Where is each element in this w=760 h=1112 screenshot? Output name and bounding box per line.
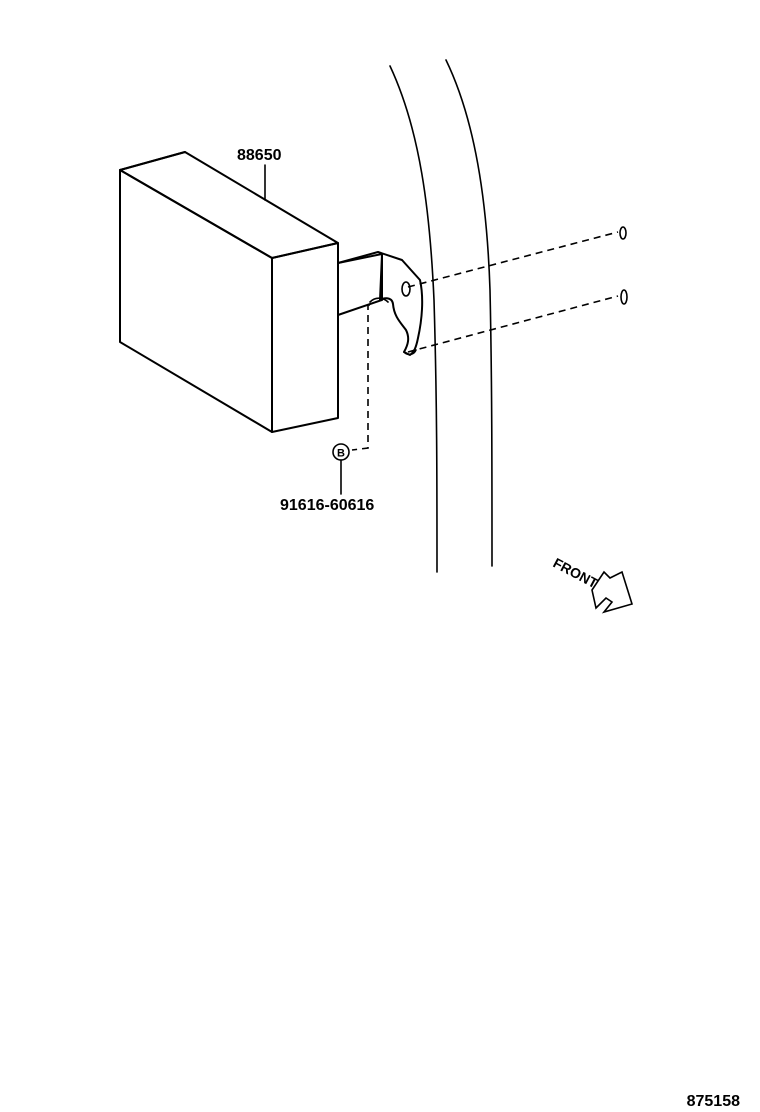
module-front-face bbox=[119, 169, 273, 433]
bolt-marker: B bbox=[332, 443, 350, 495]
assembly-lines bbox=[351, 231, 619, 451]
front-arrow-icon bbox=[591, 570, 634, 614]
clips bbox=[619, 226, 628, 305]
clip-upper bbox=[619, 226, 627, 240]
bracket-tab bbox=[337, 253, 383, 316]
front-label: FRONT bbox=[551, 555, 601, 592]
part-label-91616-60616: 91616-60616 bbox=[280, 497, 374, 514]
part-label-88650: 88650 bbox=[237, 147, 282, 164]
bracket-plate bbox=[337, 251, 424, 356]
bolt-marker-letter: B bbox=[337, 448, 345, 460]
module-side-face bbox=[271, 242, 339, 433]
panel-edge-front bbox=[389, 65, 438, 573]
module-top-face bbox=[119, 151, 339, 259]
module-top-front-edge bbox=[119, 151, 186, 171]
bracket-hook-lower bbox=[403, 349, 417, 356]
clip-lower bbox=[620, 289, 628, 305]
figure-number: 875158 bbox=[687, 1093, 740, 1110]
control-module-88650 bbox=[119, 151, 339, 433]
panel-edge-rear bbox=[445, 59, 493, 567]
dash-lower-clip bbox=[407, 295, 619, 353]
bracket-slot bbox=[369, 297, 389, 303]
front-direction-arrow: FRONT bbox=[551, 555, 634, 614]
dash-bolt bbox=[351, 304, 370, 451]
dash-upper-clip bbox=[407, 231, 619, 288]
bracket-hole-upper bbox=[401, 281, 411, 297]
body-panel bbox=[389, 59, 493, 573]
mounting-bracket bbox=[337, 251, 424, 356]
